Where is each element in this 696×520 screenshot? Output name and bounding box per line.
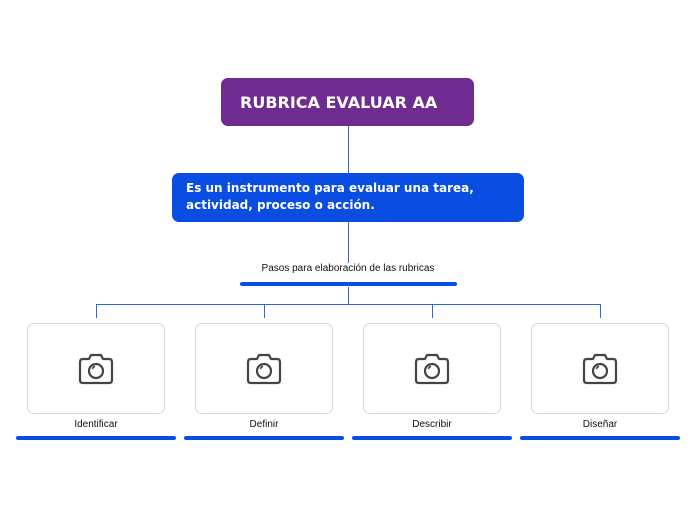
camera-icon (414, 353, 450, 384)
step-image-card[interactable] (27, 323, 165, 414)
connector-branch-1 (96, 304, 97, 318)
step-underline (16, 436, 176, 440)
step-label[interactable]: Identificar (74, 419, 118, 430)
camera-icon (246, 353, 282, 384)
step-image-card[interactable] (195, 323, 333, 414)
step-image-card[interactable] (363, 323, 501, 414)
root-node-title: RUBRICA EVALUAR AA (240, 92, 438, 112)
steps-heading[interactable]: Pasos para elaboración de las rubricas (261, 263, 435, 274)
step-image-card[interactable] (531, 323, 669, 414)
step-label[interactable]: Definir (249, 419, 279, 430)
step-label[interactable]: Describir (412, 419, 452, 430)
definition-text: Es un instrumento para evaluar una tarea… (186, 181, 474, 212)
step-underline (184, 436, 344, 440)
connector-root-to-definition (348, 126, 349, 173)
step-underline (520, 436, 680, 440)
definition-node[interactable]: Es un instrumento para evaluar una tarea… (172, 173, 524, 222)
connector-branch-horizontal (96, 304, 601, 305)
connector-branch-2 (264, 304, 265, 318)
camera-icon (582, 353, 618, 384)
camera-icon (78, 353, 114, 384)
connector-definition-to-steps (348, 222, 349, 263)
step-underline (352, 436, 512, 440)
step-label[interactable]: Diseñar (582, 419, 618, 430)
steps-heading-underline (240, 282, 457, 286)
root-node[interactable]: RUBRICA EVALUAR AA (221, 78, 474, 126)
connector-steps-down (348, 287, 349, 304)
connector-branch-3 (432, 304, 433, 318)
connector-branch-4 (600, 304, 601, 318)
